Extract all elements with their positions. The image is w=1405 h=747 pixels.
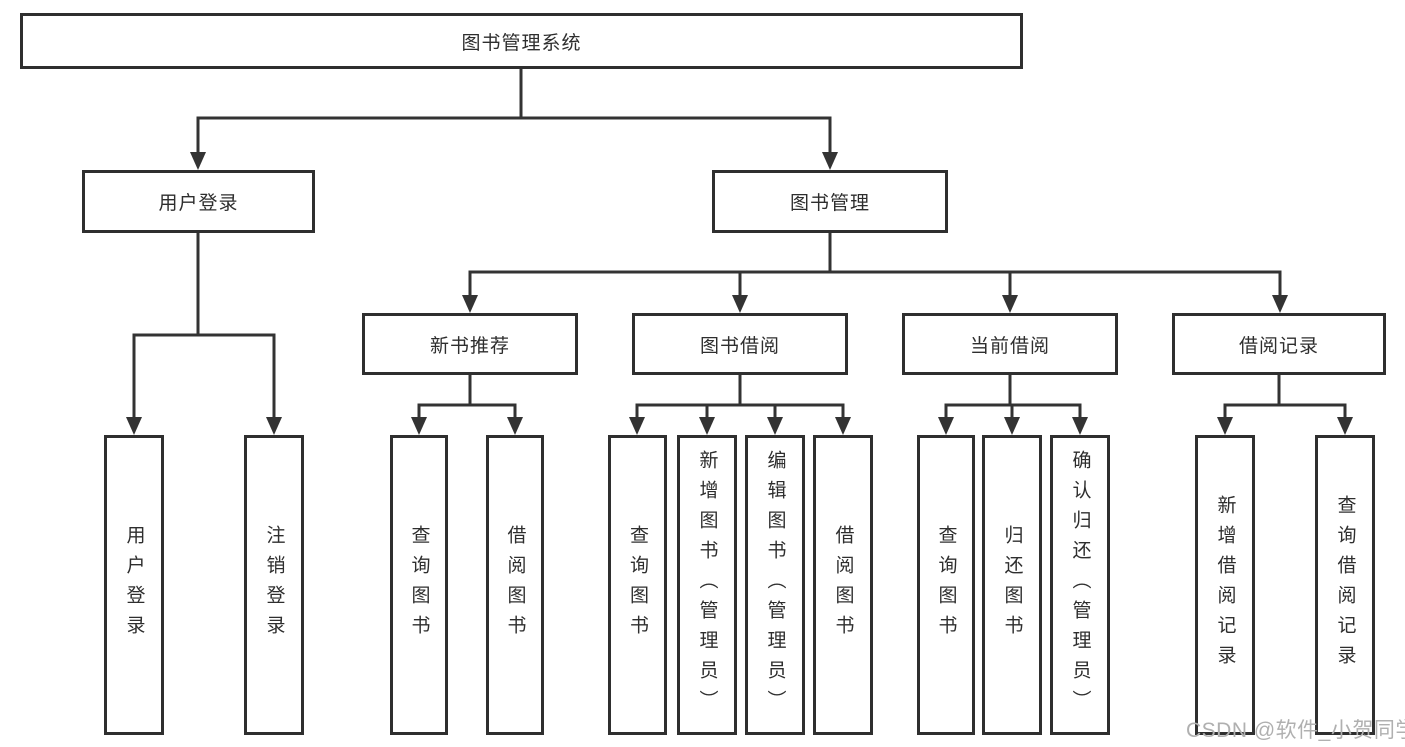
- leaf-borrow-books-1: 借阅图书: [486, 435, 544, 735]
- node-label: 图书借阅: [699, 335, 780, 357]
- leaf-query-borrow-record: 查询借阅记录: [1315, 435, 1375, 735]
- leaf-query-books-2: 查询图书: [608, 435, 667, 735]
- node-book-management: 图书管理: [712, 170, 948, 233]
- node-label: 确认归还（管理员）: [1069, 450, 1091, 720]
- node-label: 新增借阅记录: [1214, 495, 1236, 675]
- leaf-query-books-1: 查询图书: [390, 435, 448, 735]
- leaf-edit-books-admin: 编辑图书（管理员）: [745, 435, 805, 735]
- node-label: 新增图书（管理员）: [696, 450, 718, 720]
- node-current-borrow: 当前借阅: [902, 313, 1118, 375]
- leaf-user-login: 用户登录: [104, 435, 164, 735]
- node-label: 借阅图书: [504, 525, 526, 645]
- leaf-add-borrow-record: 新增借阅记录: [1195, 435, 1255, 735]
- connector-newbook-to-leaves: [417, 373, 517, 421]
- node-new-book-recommend: 新书推荐: [362, 313, 578, 375]
- connector-root-to-level2: [196, 67, 832, 156]
- leaf-logout: 注销登录: [244, 435, 304, 735]
- leaf-return-books: 归还图书: [982, 435, 1042, 735]
- node-book-borrow: 图书借阅: [632, 313, 848, 375]
- node-label: 用户登录: [158, 193, 239, 214]
- node-label: 编辑图书（管理员）: [764, 450, 786, 720]
- node-label: 查询图书: [408, 525, 430, 645]
- node-label: 查询图书: [935, 525, 957, 645]
- node-label: 用户登录: [123, 525, 145, 645]
- leaf-confirm-return-admin: 确认归还（管理员）: [1050, 435, 1110, 735]
- node-user-login: 用户登录: [82, 170, 315, 233]
- node-label: 查询借阅记录: [1334, 495, 1356, 675]
- node-label: 归还图书: [1001, 525, 1023, 645]
- leaf-borrow-books-2: 借阅图书: [813, 435, 873, 735]
- node-label: 注销登录: [263, 525, 285, 645]
- node-label: 图书管理: [789, 193, 870, 214]
- watermark: CSDN @软件_小贺同学: [1186, 719, 1405, 742]
- node-label: 图书管理系统: [461, 32, 582, 54]
- node-library-management-system: 图书管理系统: [20, 13, 1023, 69]
- node-borrow-records: 借阅记录: [1172, 313, 1386, 375]
- connector-records-to-leaves: [1223, 373, 1347, 421]
- node-label: 新书推荐: [429, 335, 510, 357]
- connector-userlogin-to-leaves: [132, 231, 276, 421]
- node-label: 当前借阅: [969, 335, 1050, 357]
- connector-borrow-to-leaves: [635, 373, 845, 421]
- leaf-add-books-admin: 新增图书（管理员）: [677, 435, 737, 735]
- node-label: 借阅图书: [832, 525, 854, 645]
- leaf-query-books-3: 查询图书: [917, 435, 975, 735]
- arrowheads: [126, 152, 1353, 435]
- connector-bookmgmt-to-level3: [468, 231, 1282, 299]
- node-label: 查询图书: [627, 525, 648, 645]
- connector-current-to-leaves: [944, 373, 1082, 421]
- node-label: 借阅记录: [1238, 335, 1319, 357]
